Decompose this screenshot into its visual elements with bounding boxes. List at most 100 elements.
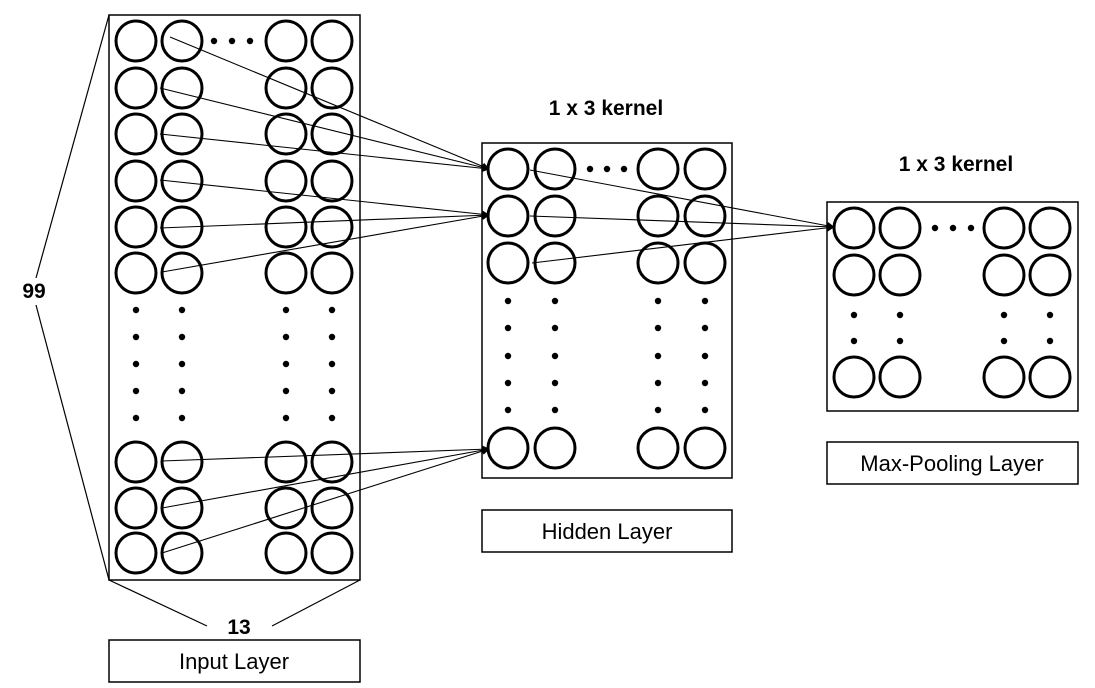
ellipsis-dot (701, 324, 709, 332)
connection-arrow (531, 223, 835, 264)
input-neuron (264, 531, 308, 575)
connection-arrow (161, 447, 490, 554)
input-neuron (310, 66, 354, 110)
input-neuron (114, 66, 158, 110)
input-neuron (160, 112, 204, 156)
ellipsis-dot (654, 324, 662, 332)
input-neuron (264, 486, 308, 530)
hidden-neuron (486, 426, 530, 470)
pool-neuron (878, 253, 922, 297)
pool-neuron (832, 206, 876, 250)
ellipsis-dot (282, 387, 290, 395)
rows-count-label: 99 (22, 280, 45, 303)
ellipsis-dot (328, 333, 336, 341)
input-neuron (310, 486, 354, 530)
input-layer-label: Input Layer (179, 649, 289, 674)
ellipsis-dot (896, 337, 904, 345)
ellipsis-dot (328, 360, 336, 368)
ellipsis-dot (654, 352, 662, 360)
ellipsis-dot (701, 352, 709, 360)
connection-arrow (161, 445, 490, 462)
input-neuron (310, 531, 354, 575)
pool-neuron (1028, 206, 1072, 250)
ellipsis-dot (132, 333, 140, 341)
hidden-neuron (683, 194, 727, 238)
ellipsis-dot (1046, 337, 1054, 345)
hidden-label-box (481, 509, 733, 553)
input-label-box (108, 639, 361, 683)
ellipsis-dot (282, 306, 290, 314)
ellipsis-dot (896, 311, 904, 319)
ellipsis-dot (701, 297, 709, 305)
ellipsis-dot (132, 414, 140, 422)
input-neuron (160, 440, 204, 484)
ellipsis-dot (132, 306, 140, 314)
input-neuron (160, 19, 204, 63)
hidden-neuron (533, 241, 577, 285)
ellipsis-dot (654, 379, 662, 387)
ellipsis-dot (178, 306, 186, 314)
ellipsis-dot (620, 165, 628, 173)
pool-neuron (832, 253, 876, 297)
ellipsis-dot (701, 406, 709, 414)
hidden-neuron (486, 241, 530, 285)
ellipsis-dot (1000, 311, 1008, 319)
hidden-neuron (486, 147, 530, 191)
input-neuron (160, 531, 204, 575)
input-neuron (264, 251, 308, 295)
ellipsis-dot (551, 406, 559, 414)
cols-count-label: 13 (227, 616, 250, 639)
ellipsis-dot (654, 406, 662, 414)
ellipsis-dot (178, 360, 186, 368)
ellipsis-dot (551, 379, 559, 387)
input-neuron (114, 112, 158, 156)
connection-arrow (169, 36, 490, 170)
input-neuron (160, 486, 204, 530)
ellipsis-dot (586, 165, 594, 173)
input-layer-box (108, 14, 361, 581)
hidden-neuron (683, 426, 727, 470)
input-neuron (114, 440, 158, 484)
ellipsis-dot (1000, 337, 1008, 345)
ellipsis-dot (282, 360, 290, 368)
ellipsis-dot (228, 37, 236, 45)
connections-group (159, 36, 835, 554)
input-neuron (310, 112, 354, 156)
ellipsis-dot (1046, 311, 1054, 319)
pool-kernel-label: 1 x 3 kernel (899, 153, 1013, 176)
input-neuron (264, 205, 308, 249)
ellipsis-dot (551, 324, 559, 332)
pool-neuron (878, 206, 922, 250)
input-neuron (310, 440, 354, 484)
ellipsis-dot (132, 360, 140, 368)
ellipsis-dot (210, 37, 218, 45)
input-neuron (160, 251, 204, 295)
input-neuron (114, 531, 158, 575)
hidden-kernel-label: 1 x 3 kernel (549, 97, 663, 120)
input-neuron (264, 159, 308, 203)
ellipsis-dot (328, 387, 336, 395)
input-neuron (264, 66, 308, 110)
ellipsis-dot (328, 414, 336, 422)
connection-arrow (161, 446, 490, 509)
input-neuron (310, 205, 354, 249)
ellipsis-dot (504, 379, 512, 387)
connection-arrow (529, 169, 835, 230)
connection-arrow (159, 133, 490, 173)
ellipsis-dot (654, 297, 662, 305)
hidden-neuron (683, 241, 727, 285)
connection-arrow (159, 87, 490, 172)
input-neuron (160, 159, 204, 203)
ellipsis-dot (551, 352, 559, 360)
pool-neuron (982, 253, 1026, 297)
connection-arrow (159, 211, 490, 229)
input-neuron (264, 19, 308, 63)
ellipsis-dot (603, 165, 611, 173)
input-dimension-lines (35, 14, 361, 627)
input-neuron (114, 486, 158, 530)
ellipsis-dot (551, 297, 559, 305)
ellipsis-dot (504, 297, 512, 305)
hidden-neuron (636, 194, 680, 238)
ellipsis-dot (949, 224, 957, 232)
input-neuron (160, 66, 204, 110)
